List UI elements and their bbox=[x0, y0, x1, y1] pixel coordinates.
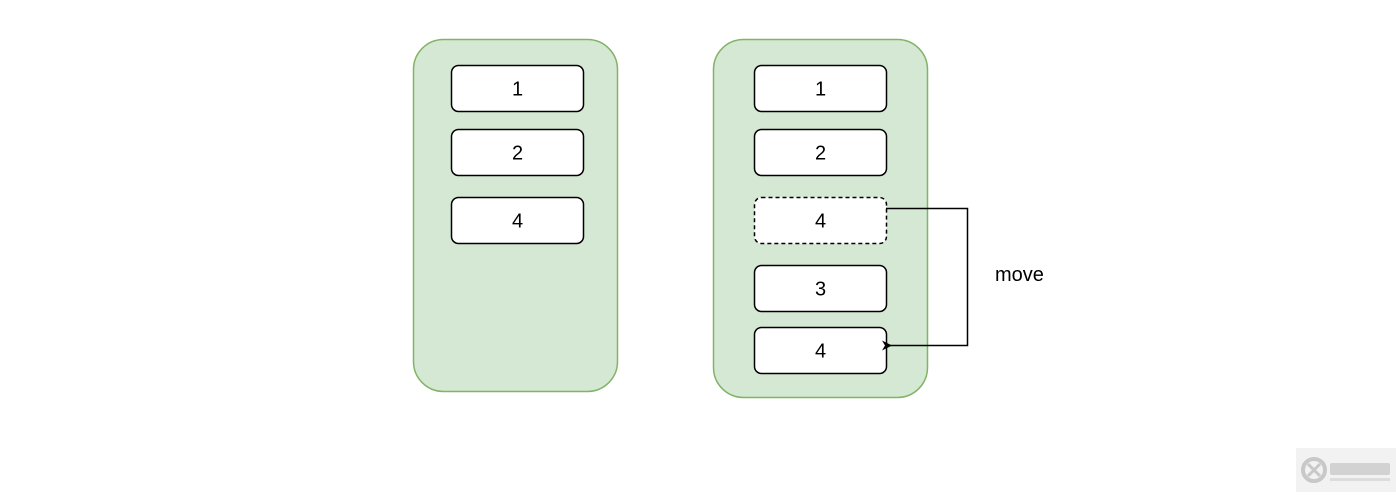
item-box: 3 bbox=[753, 264, 888, 313]
box-label: 2 bbox=[815, 143, 826, 165]
box-label: 2 bbox=[512, 143, 523, 165]
watermark-logo bbox=[1296, 448, 1396, 492]
box-shape bbox=[753, 64, 888, 113]
box-shape bbox=[450, 196, 585, 245]
box-shape bbox=[753, 196, 888, 245]
item-box: 1 bbox=[450, 64, 585, 113]
box-shape bbox=[753, 128, 888, 177]
box-label: 1 bbox=[815, 79, 826, 101]
box-label: 4 bbox=[512, 211, 523, 233]
item-box: 4 bbox=[753, 326, 888, 375]
move-arrow bbox=[882, 207, 969, 351]
box-shape bbox=[450, 64, 585, 113]
box-label: 1 bbox=[512, 79, 523, 101]
box-label: 3 bbox=[815, 279, 826, 301]
move-label: move bbox=[995, 264, 1044, 286]
box-shape bbox=[753, 264, 888, 313]
placeholder-box: 4 bbox=[753, 196, 888, 245]
item-box: 2 bbox=[450, 128, 585, 177]
item-box: 1 bbox=[753, 64, 888, 113]
box-shape bbox=[753, 326, 888, 375]
item-box: 2 bbox=[753, 128, 888, 177]
item-box: 4 bbox=[450, 196, 585, 245]
box-label: 4 bbox=[815, 211, 826, 233]
box-label: 4 bbox=[815, 341, 826, 363]
box-shape bbox=[450, 128, 585, 177]
